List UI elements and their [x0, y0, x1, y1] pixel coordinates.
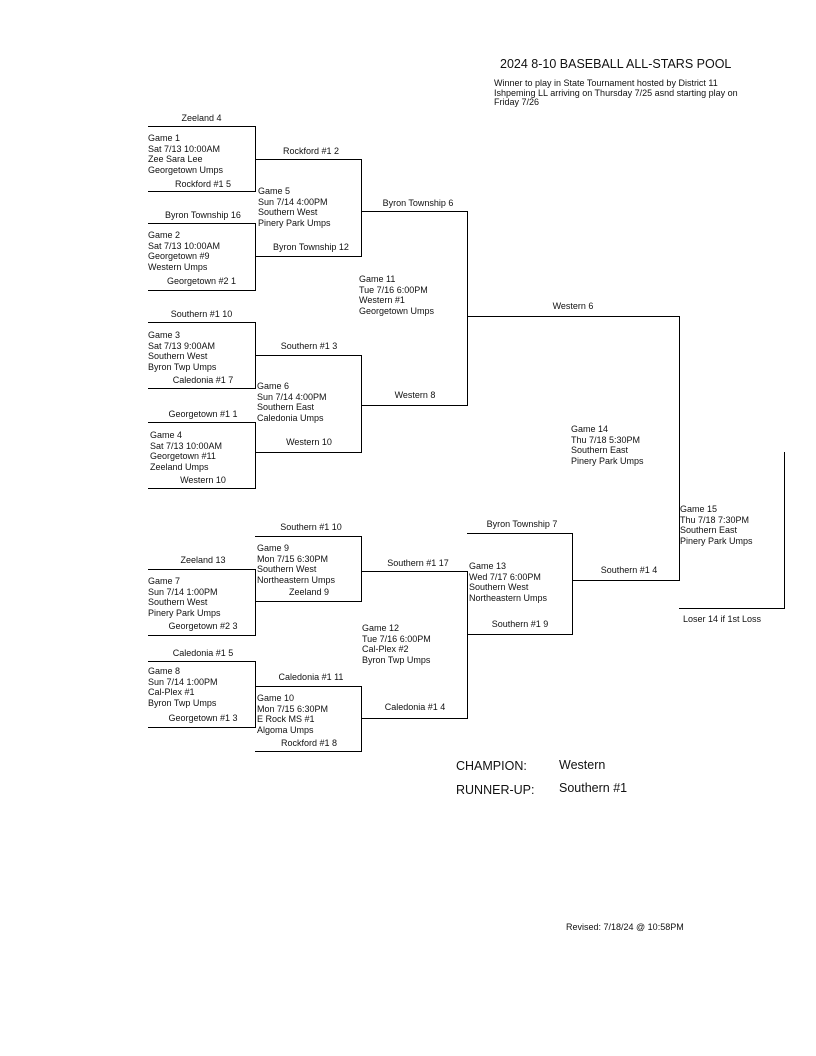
bracket-line [148, 727, 256, 728]
team-slot: Zeeland 13 [180, 555, 226, 565]
bracket-line [255, 422, 256, 488]
team-slot: Southern #1 10 [170, 309, 233, 319]
runner-up-value: Southern #1 [559, 781, 628, 795]
bracket-line [255, 126, 256, 191]
team-slot: Georgetown #2 3 [168, 621, 238, 631]
loser-note: Loser 14 if 1st Loss [683, 614, 762, 624]
bracket-line [255, 256, 362, 257]
team-slot: Southern #1 17 [387, 558, 449, 568]
team-slot: Byron Township 12 [273, 242, 349, 252]
bracket-line [255, 159, 361, 160]
bracket-line [148, 661, 255, 662]
bracket-line [572, 580, 680, 581]
champion-value: Western [559, 758, 606, 772]
team-slot: Western 10 [180, 475, 226, 485]
team-slot: Georgetown #1 3 [168, 713, 238, 723]
bracket-line [148, 191, 256, 192]
bracket-line [467, 316, 679, 317]
revised-timestamp: Revised: 7/18/24 @ 10:58PM [566, 922, 684, 932]
team-slot: Western 6 [552, 301, 594, 311]
team-slot: Southern #1 3 [280, 341, 338, 351]
team-slot: Southern #1 4 [600, 565, 658, 575]
bracket-line [148, 488, 256, 489]
team-slot: Caledonia #1 11 [278, 672, 344, 682]
bracket-line [255, 751, 362, 752]
bracket-line [148, 322, 255, 323]
team-slot: Southern #1 9 [491, 619, 549, 629]
bracket-line [361, 718, 468, 719]
bracket-line [148, 223, 255, 224]
bracket-line [784, 452, 785, 608]
bracket-line [255, 661, 256, 727]
team-slot: Zeeland 9 [288, 587, 330, 597]
team-slot: Rockford #1 5 [174, 179, 232, 189]
bracket-line [255, 355, 361, 356]
bracket-line [467, 533, 572, 534]
page-title: 2024 8-10 BASEBALL ALL-STARS POOL [500, 57, 732, 71]
bracket-line [361, 536, 362, 601]
bracket-line [255, 536, 361, 537]
bracket-line [148, 635, 256, 636]
bracket-line [148, 569, 255, 570]
bracket-line [467, 634, 573, 635]
bracket-line [361, 571, 467, 572]
bracket-line [148, 422, 255, 423]
bracket-line [467, 571, 468, 718]
bracket-line [679, 608, 785, 609]
bracket-line [255, 452, 362, 453]
team-slot: Byron Township 7 [486, 519, 558, 529]
runner-up-label: RUNNER-UP: [456, 783, 535, 797]
bracket-line [361, 355, 362, 452]
bracket-line [467, 211, 468, 405]
team-slot: Caledonia #1 4 [384, 702, 446, 712]
team-slot: Byron Township 16 [165, 210, 241, 220]
bracket-line [255, 686, 361, 687]
bracket-line [148, 126, 255, 127]
team-slot: Rockford #1 2 [282, 146, 340, 156]
bracket-line [361, 405, 468, 406]
team-slot: Southern #1 10 [280, 522, 342, 532]
team-slot: Rockford #1 8 [280, 738, 338, 748]
bracket-line [361, 159, 362, 256]
team-slot: Caledonia #1 7 [172, 375, 234, 385]
team-slot: Caledonia #1 5 [172, 648, 234, 658]
team-slot: Western 10 [286, 437, 332, 447]
champion-label: CHAMPION: [456, 759, 527, 773]
team-slot: Zeeland 4 [181, 113, 222, 123]
bracket-line [255, 601, 362, 602]
bracket-line [572, 533, 573, 634]
tournament-note: Winner to play in State Tournament hoste… [494, 78, 738, 108]
team-slot: Byron Township 6 [382, 198, 454, 208]
bracket-line [148, 388, 256, 389]
team-slot: Georgetown #1 1 [168, 409, 238, 419]
team-slot: Western 8 [394, 390, 436, 400]
bracket-line [148, 290, 256, 291]
bracket-line [361, 211, 467, 212]
bracket-line [679, 316, 680, 580]
bracket-line [255, 569, 256, 635]
team-slot: Georgetown #2 1 [166, 276, 237, 286]
